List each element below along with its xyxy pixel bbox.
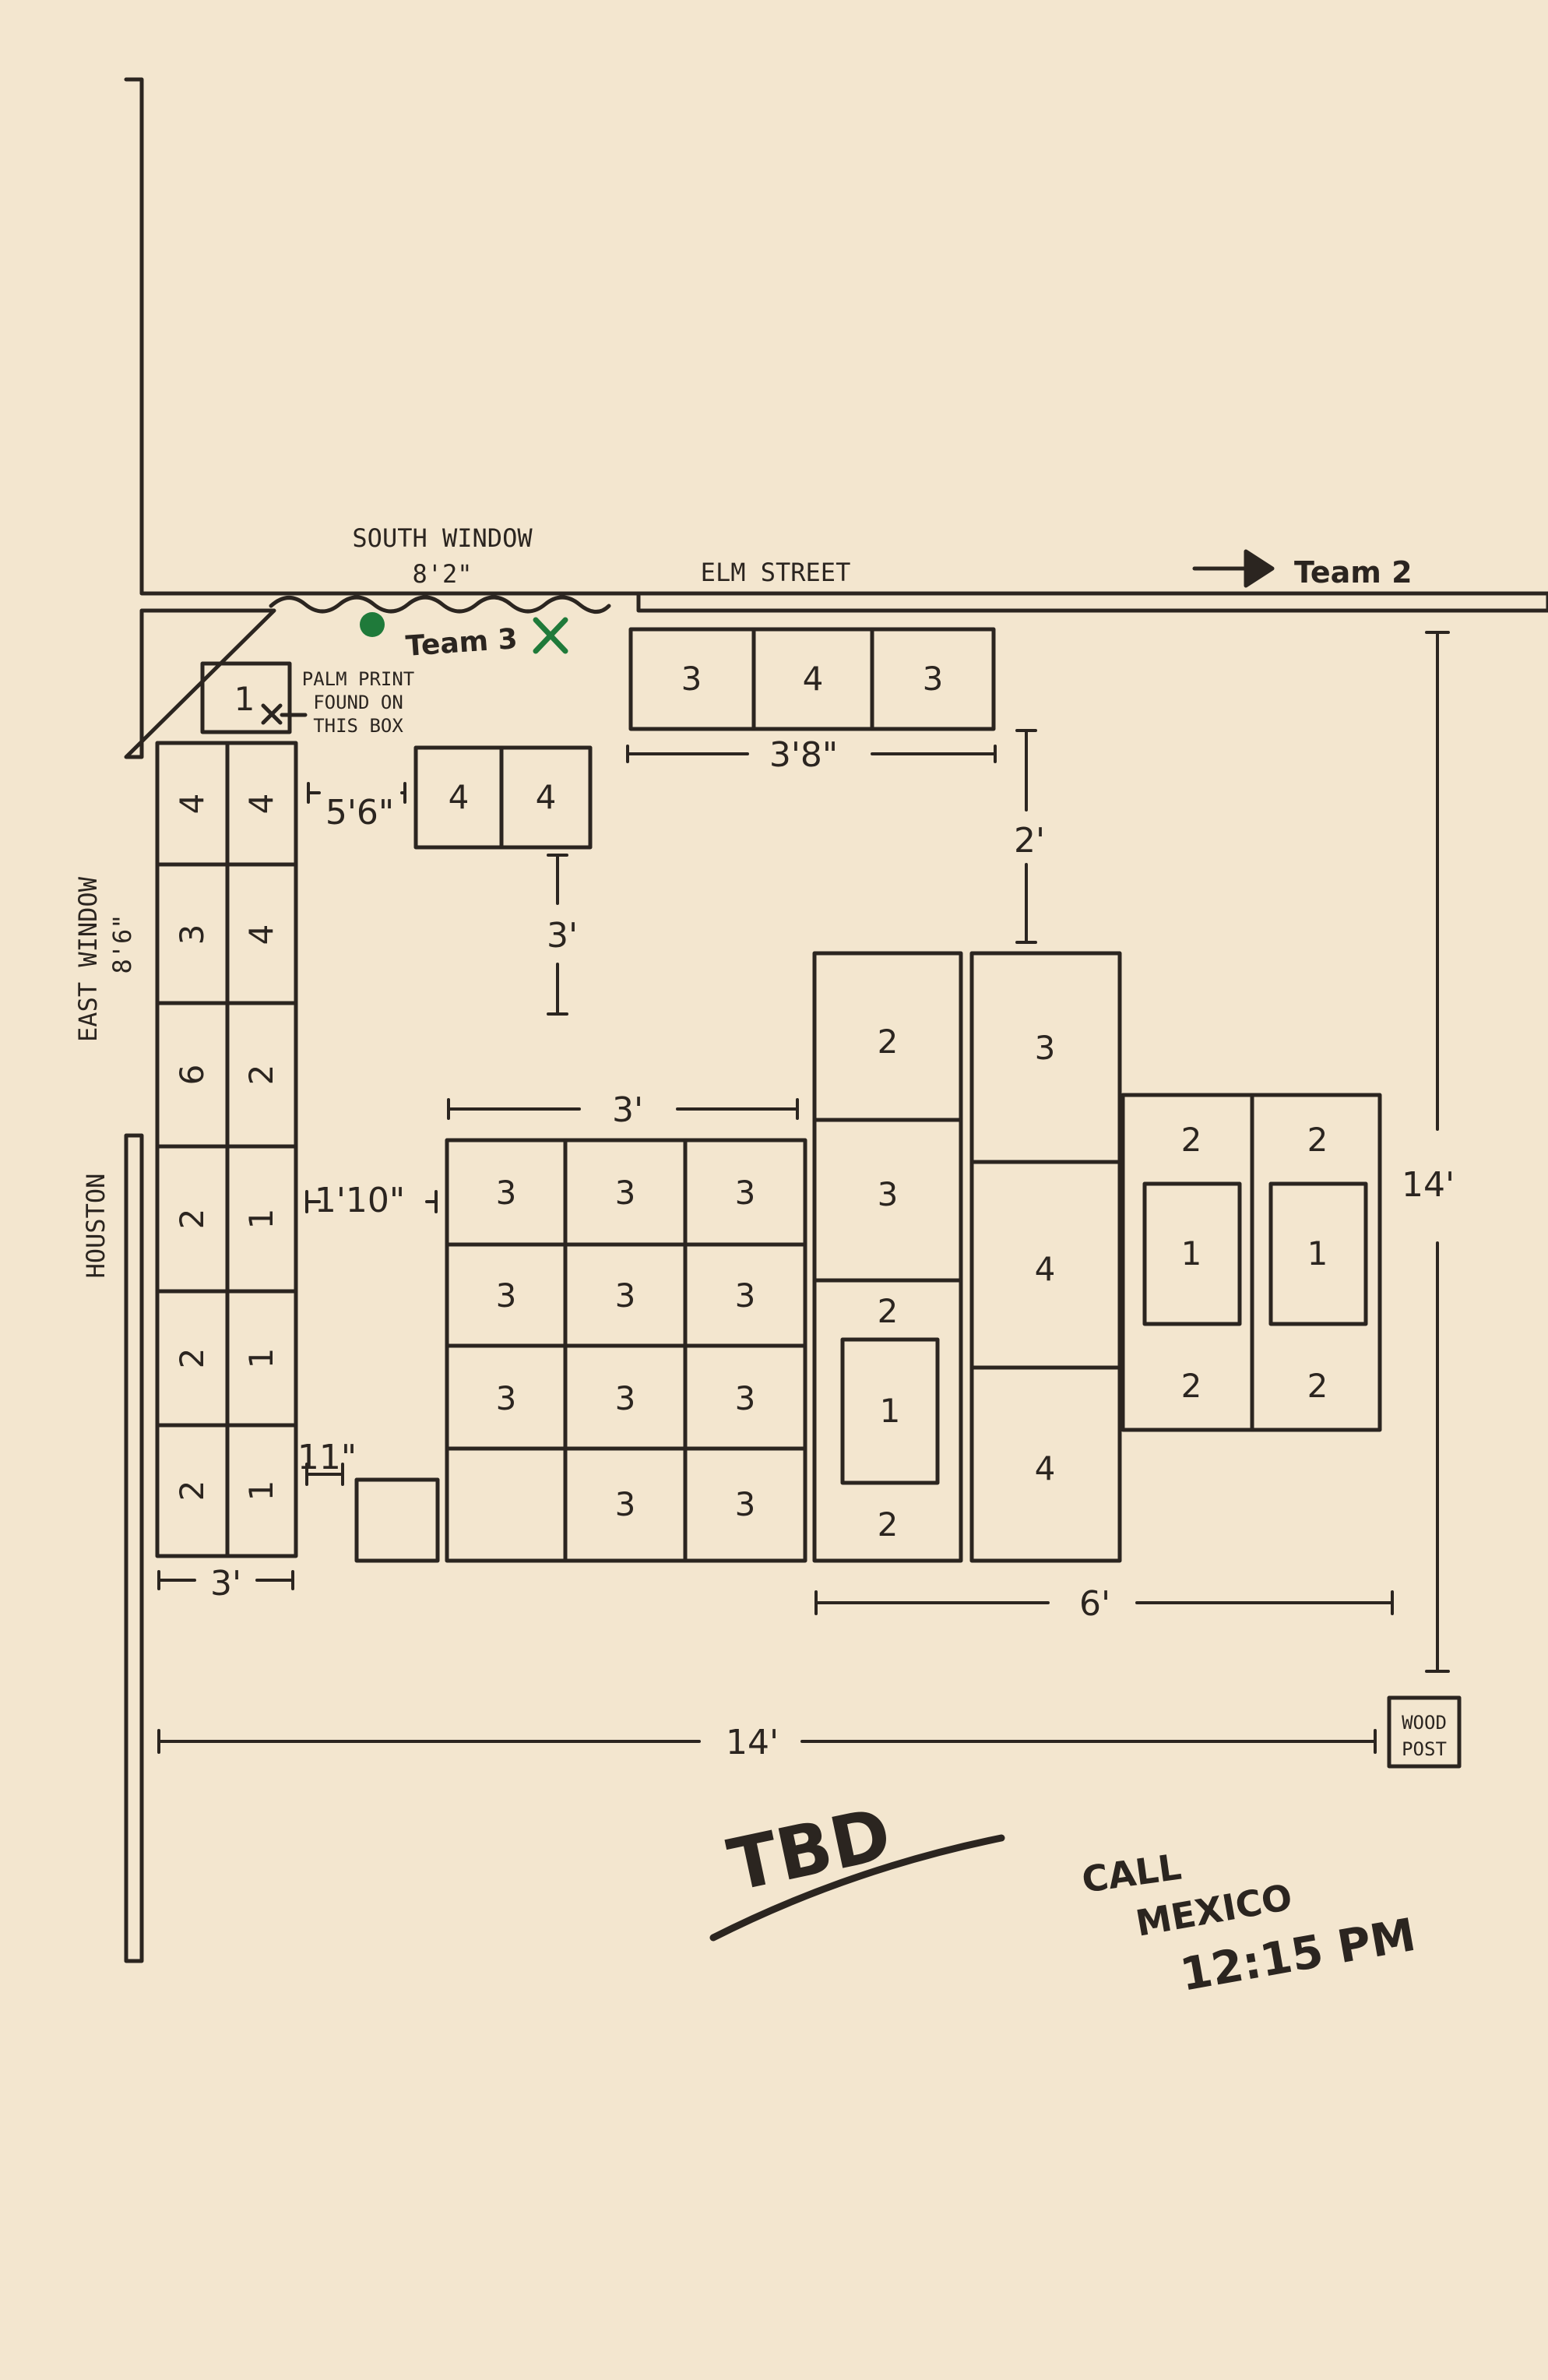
east-stack-number: 4 [242, 794, 280, 815]
center-grid-boxes [445, 1138, 807, 1563]
center-grid-number: 3 [735, 1174, 756, 1212]
dimension-1-10: 1'10" [315, 1181, 405, 1220]
center-grid-number: 3 [735, 1276, 756, 1315]
right-group-number: 2 [1181, 1121, 1202, 1159]
east-stack-number: 6 [173, 1065, 211, 1086]
dimension-14-vertical: 14' [1402, 1165, 1455, 1205]
pair-boxes [413, 745, 593, 850]
center-grid-number: 3 [496, 1276, 517, 1315]
right-group-boxes [1121, 1093, 1382, 1432]
east-stack-number: 2 [173, 1480, 211, 1502]
center-grid-number: 3 [615, 1485, 636, 1523]
team3-label: Team 3 [405, 623, 519, 663]
small-empty-box [354, 1477, 440, 1563]
wood-post-label-line2: POST [1402, 1738, 1447, 1760]
east-stack-number: 1 [242, 1480, 280, 1502]
top-row-number: 3 [923, 660, 944, 698]
south-window-label: SOUTH WINDOW [352, 523, 533, 553]
column-b-number: 3 [1035, 1029, 1056, 1067]
east-stack-number: 2 [242, 1065, 280, 1086]
elm-street-label: ELM STREET [701, 558, 851, 587]
center-grid-number: 3 [496, 1379, 517, 1417]
east-window-dimension: 8'6" [107, 914, 137, 973]
palm-print-box [200, 661, 292, 734]
column-a-boxes [812, 951, 963, 1563]
column-a-number: 1 [880, 1392, 901, 1430]
dimension-3-vertical: 3' [547, 916, 578, 956]
center-grid-number: 3 [615, 1276, 636, 1315]
dimension-6: 6' [1079, 1584, 1110, 1624]
column-a-number: 3 [878, 1175, 899, 1213]
center-grid-number: 3 [735, 1485, 756, 1523]
column-b-number: 4 [1035, 1449, 1056, 1488]
palm-x-mark [261, 703, 308, 725]
right-group-number: 1 [1181, 1234, 1202, 1273]
south-window-dimension: 8'2" [412, 559, 472, 589]
green-x-marker [533, 617, 568, 654]
column-a-number: 2 [878, 1292, 899, 1330]
team2-arrowhead-icon [1244, 549, 1275, 588]
pair-box-number: 4 [449, 778, 470, 816]
top-row-number: 3 [681, 660, 702, 698]
east-stack-number: 3 [173, 924, 211, 945]
dimension-11: 11" [297, 1438, 357, 1477]
right-group-number: 1 [1307, 1234, 1328, 1273]
dimension-14-horizontal: 14' [726, 1723, 779, 1762]
column-b-number: 4 [1035, 1250, 1056, 1288]
center-grid-number: 3 [615, 1379, 636, 1417]
palm-box-number: 1 [234, 680, 255, 718]
top-row-boxes [628, 627, 996, 731]
column-b-boxes [969, 951, 1122, 1563]
wood-post [1387, 1695, 1462, 1769]
south-window-marker [269, 595, 611, 614]
dimension-2: 2' [1014, 821, 1045, 861]
column-a-number: 2 [878, 1505, 899, 1544]
center-grid-number: 3 [496, 1174, 517, 1212]
green-dot-marker [360, 612, 385, 637]
tbd-underline [709, 1834, 1005, 1942]
houston-label: HOUSTON [81, 1174, 111, 1279]
east-stack-number: 1 [242, 1209, 280, 1230]
palm-print-note-line2: FOUND ON [313, 692, 403, 713]
right-group-number: 2 [1181, 1367, 1202, 1405]
east-stack-number: 2 [173, 1209, 211, 1230]
right-group-number: 2 [1307, 1367, 1328, 1405]
pair-box-number: 4 [536, 778, 557, 816]
top-row-number: 4 [803, 660, 824, 698]
dimension-lines [157, 631, 1450, 1754]
palm-print-note-line3: THIS BOX [313, 715, 403, 737]
dimension-5-6: 5'6" [325, 793, 394, 833]
palm-print-note-line1: PALM PRINT [302, 668, 415, 690]
dimension-3-8: 3'8" [769, 735, 838, 775]
center-grid-number: 3 [735, 1379, 756, 1417]
east-stack-number: 1 [242, 1348, 280, 1369]
team2-label: Team 2 [1294, 555, 1413, 590]
column-a-number: 2 [878, 1023, 899, 1061]
center-grid-number: 3 [615, 1174, 636, 1212]
east-stack-number: 4 [173, 794, 211, 815]
wood-post-label-line1: WOOD [1402, 1712, 1447, 1734]
east-stack-number: 2 [173, 1348, 211, 1369]
dimension-3-bottom: 3' [210, 1564, 241, 1604]
east-stack-boxes [155, 741, 298, 1558]
dimension-3-grid: 3' [612, 1090, 643, 1130]
east-window-label: EAST WINDOW [73, 876, 103, 1042]
east-stack-number: 4 [242, 924, 280, 945]
right-group-number: 2 [1307, 1121, 1328, 1159]
building-walls [124, 77, 1548, 1963]
